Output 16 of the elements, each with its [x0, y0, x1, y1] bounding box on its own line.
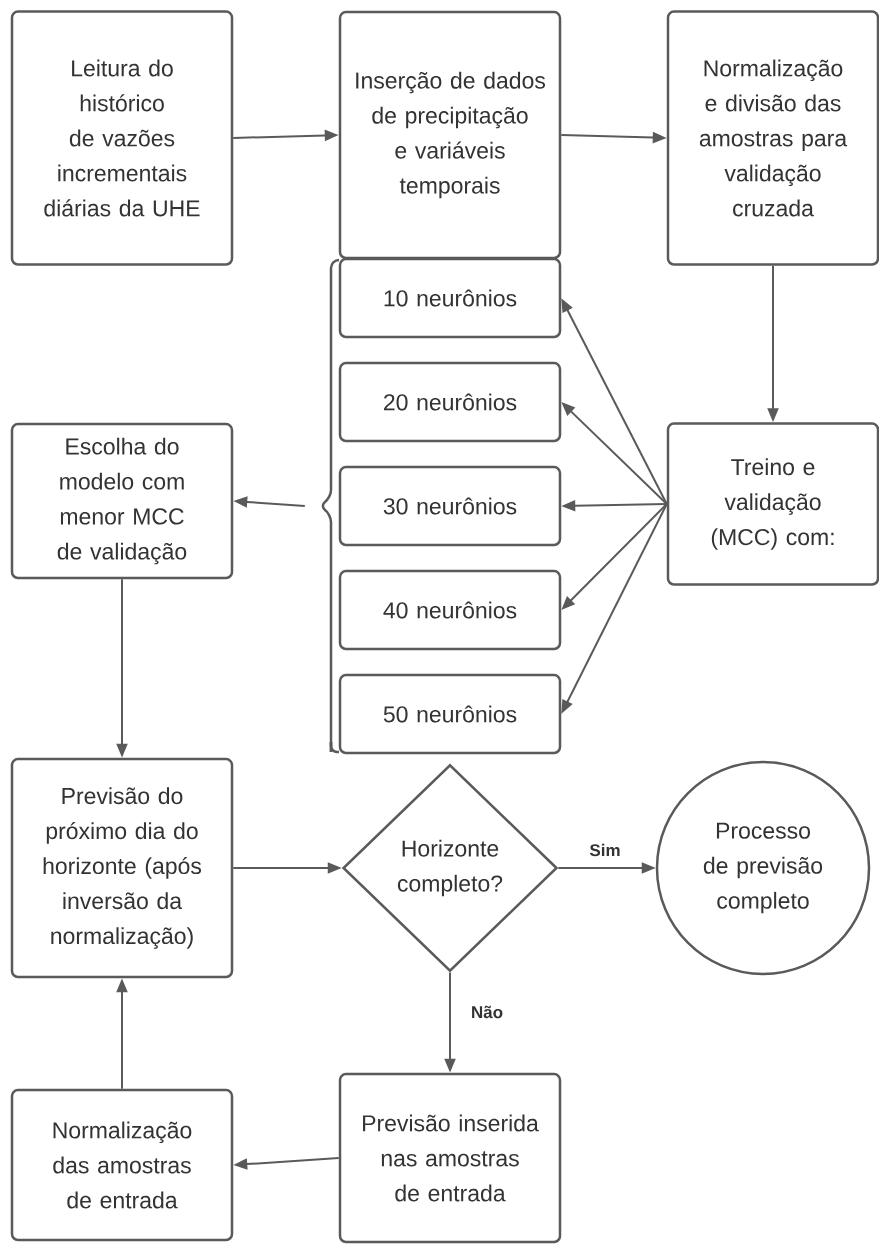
process-box: 10 neurônios [338, 257, 562, 339]
edge-label: Não [468, 1003, 506, 1021]
process-box: Previsão inserida nas amostras de entrada [338, 1072, 562, 1244]
process-box: 20 neurônios [338, 361, 562, 443]
process-box: Normalização das amostras de entrada [10, 1088, 234, 1242]
process-box: 40 neurônios [338, 569, 562, 651]
curly-brace [321, 258, 340, 754]
process-box: Inserção de dados de precipitação e variáveis temporais [338, 10, 562, 260]
process-box: Treino e validação (MCC) com: [666, 422, 879, 586]
process-box: 50 neurônios [338, 673, 562, 755]
process-box: 30 neurônios [338, 465, 562, 547]
process-box: Previsão do próximo dia do horizonte (após inversão da normalização) [10, 757, 234, 979]
edge-label: Sim [587, 841, 623, 859]
process-box: Normalização e divisão das amostras para validação cruzada [666, 10, 879, 266]
process-box: Leitura do histórico de vazões incrementais diárias da UHE [10, 10, 234, 266]
process-box: Escolha do modelo com menor MCC de validação [10, 422, 234, 580]
